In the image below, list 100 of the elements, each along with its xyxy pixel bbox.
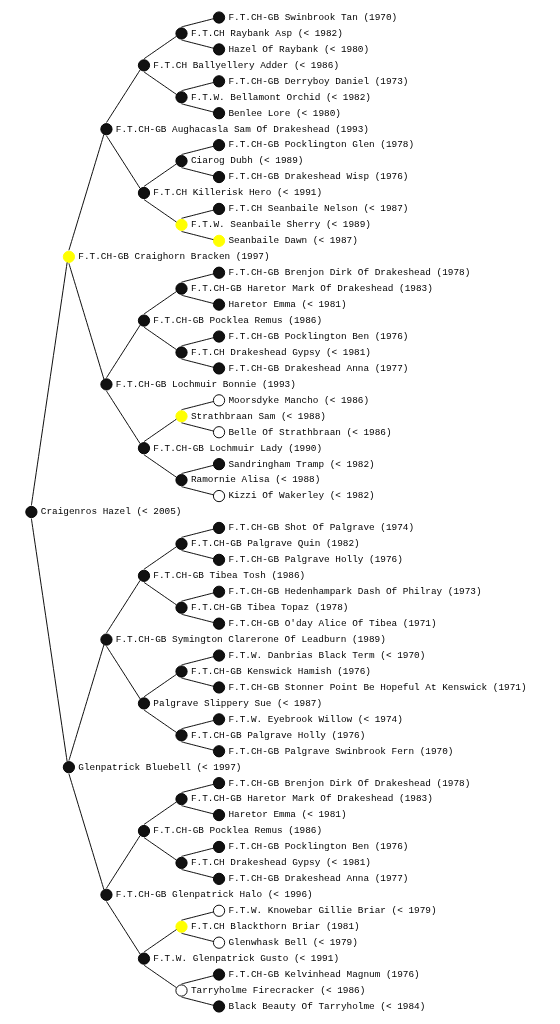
node-label: F.T.CH-GB Tibea Tosh (1986) — [152, 570, 305, 582]
node-circle — [137, 569, 150, 582]
connector — [143, 546, 177, 570]
connector — [180, 358, 214, 368]
node-circle — [212, 808, 225, 822]
node-circle — [212, 872, 225, 885]
node-circle — [137, 442, 150, 455]
connector — [180, 975, 214, 985]
connector — [143, 418, 177, 443]
node-circle — [174, 920, 188, 933]
node-circle — [174, 155, 188, 168]
connector — [180, 39, 214, 49]
node-circle — [212, 840, 225, 854]
connector — [143, 326, 177, 351]
connector — [67, 262, 104, 380]
node-circle — [212, 968, 225, 981]
node-label: F.T.CH-GB Pocklington Glen (1978) — [227, 139, 414, 151]
connector — [180, 592, 214, 602]
node-circle — [137, 314, 150, 327]
node-circle — [212, 1000, 225, 1013]
node-circle — [174, 665, 188, 678]
node-label: F.T.CH-GB Haretor Mark Of Drakeshead (1983) — [190, 283, 433, 295]
connector — [180, 613, 214, 623]
node-label: F.T.CH-GB Palgrave Quin (1982) — [190, 538, 360, 550]
node-circle — [212, 11, 225, 24]
node-circle — [212, 394, 225, 407]
node-label: F.T.CH-GB Drakeshead Anna (1977) — [227, 873, 408, 885]
node-circle — [137, 824, 150, 838]
connector — [180, 273, 214, 283]
node-circle — [212, 362, 225, 375]
connector — [180, 677, 214, 687]
connector — [30, 261, 68, 506]
node-label: Glenwhask Bell (< 1979) — [227, 937, 358, 949]
node-circle — [212, 426, 225, 439]
connector — [143, 163, 177, 187]
connector — [67, 133, 104, 251]
connector — [180, 847, 214, 857]
connector — [180, 464, 214, 474]
node-label: F.T.CH-GB Palgrave Holly (1976) — [190, 729, 365, 741]
node-label: Strathbraan Sam (< 1988) — [190, 410, 326, 422]
connector — [180, 18, 214, 28]
node-label: F.T.CH-GB Brenjon Dirk Of Drakeshead (1978) — [227, 267, 470, 279]
connector — [180, 869, 214, 879]
node-label: F.T.CH-GB Palgrave Swinbrook Fern (1970) — [227, 745, 453, 757]
node-label: Haretor Emma (< 1981) — [227, 809, 347, 821]
node-circle — [137, 697, 150, 710]
node-circle — [174, 793, 188, 806]
connector — [180, 231, 214, 241]
connector — [105, 579, 141, 634]
node-label: F.T.W. Seanbaile Sherry (< 1989) — [190, 219, 371, 231]
node-label: F.T.CH-GB Brenjon Dirk Of Drakeshead (1978) — [227, 777, 470, 789]
node-label: Craigenros Hazel (< 2005) — [40, 506, 181, 518]
node-label: F.T.W. Bellamont Orchid (< 1982) — [190, 91, 371, 103]
node-label: Hazel Of Raybank (< 1980) — [227, 43, 369, 55]
node-circle — [212, 298, 225, 311]
connector — [180, 720, 214, 730]
node-circle — [212, 745, 225, 758]
node-circle — [212, 617, 225, 630]
connector — [143, 199, 177, 223]
node-label: F.T.CH-GB Lochmuir Bonnie (1993) — [115, 378, 296, 390]
node-label: F.T.CH-GB Hedenhampark Dash Of Philray (1973) — [227, 586, 482, 598]
node-label: Tarryholme Firecracker (< 1986) — [190, 984, 365, 996]
connector — [180, 145, 214, 155]
node-label: F.T.CH Ballyellery Adder (< 1986) — [152, 59, 339, 71]
node-label: F.T.CH Seanbaile Nelson (< 1987) — [227, 203, 408, 215]
connector — [105, 69, 141, 124]
node-circle — [212, 139, 225, 152]
node-label: Ramornie Alisa (< 1988) — [190, 474, 320, 486]
node-label: F.T.CH-GB Stonner Point Be Hopeful At Kenswick (1971) — [227, 681, 527, 693]
node-circle — [212, 202, 225, 216]
node-label: F.T.CH-GB Kelvinhead Magnum (1976) — [227, 968, 420, 980]
connector — [180, 550, 214, 560]
node-circle — [212, 777, 225, 790]
node-label: F.T.CH-GB Palgrave Holly (1976) — [227, 554, 403, 566]
node-label: F.T.W. Danbrias Black Term (< 1970) — [227, 649, 425, 661]
node-label: F.T.CH-GB Glenpatrick Halo (< 1996) — [115, 889, 313, 901]
connector — [143, 929, 177, 953]
connector — [180, 422, 214, 432]
node-label: F.T.CH-GB Tibea Topaz (1978) — [190, 602, 348, 614]
node-circle — [174, 984, 188, 997]
connector — [180, 656, 214, 666]
node-circle — [212, 713, 225, 726]
connector — [143, 673, 177, 698]
node-circle — [99, 378, 113, 391]
connector — [143, 801, 177, 825]
node-circle — [212, 585, 225, 598]
node-circle — [212, 904, 225, 917]
node-circle — [99, 888, 113, 901]
connector — [180, 167, 214, 177]
node-circle — [174, 537, 188, 550]
node-circle — [212, 936, 225, 949]
node-label: F.T.CH-GB Aughacasla Sam Of Drakeshead (1993) — [115, 123, 369, 135]
node-circle — [137, 952, 150, 965]
node-label: Palgrave Slippery Sue (< 1987) — [152, 697, 322, 709]
node-circle — [24, 505, 37, 519]
node-label: F.T.CH-GB Pocklington Ben (1976) — [227, 841, 408, 853]
connector — [180, 783, 214, 793]
node-circle — [174, 729, 188, 742]
connector — [180, 294, 214, 304]
node-label: F.T.CH-GB Drakeshead Wisp (1976) — [227, 171, 408, 183]
